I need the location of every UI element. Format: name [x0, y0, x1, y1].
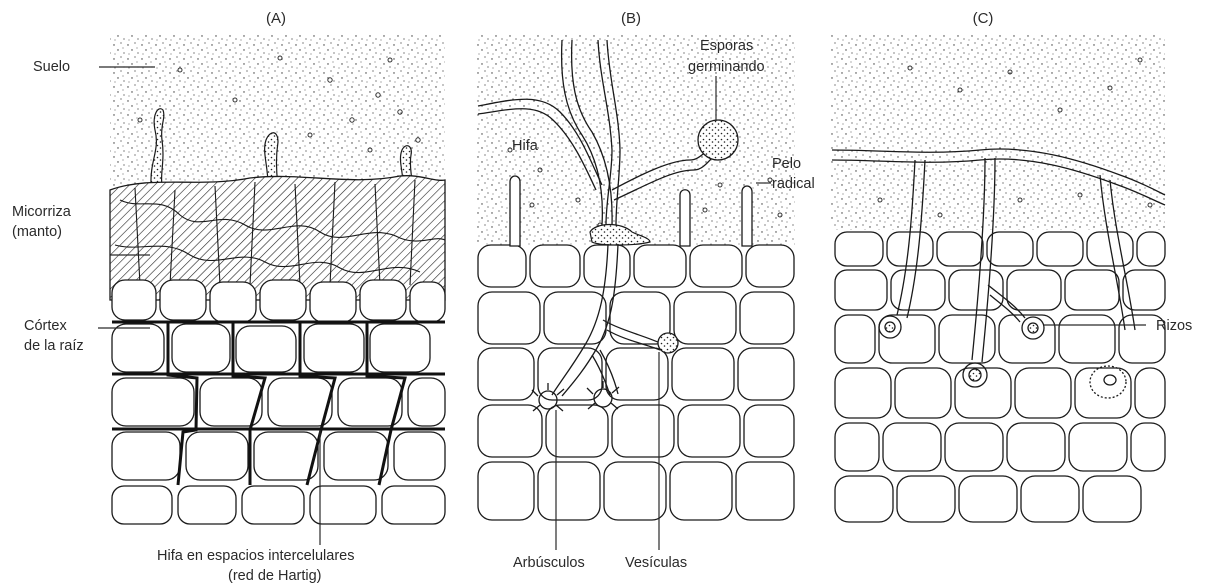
label-rizos: Rizos: [1156, 318, 1192, 334]
panel-a: [110, 35, 445, 524]
panel-b: Hifa Esporas germinando Pelo radical Arb…: [475, 35, 815, 571]
label-micorriza-2: (manto): [12, 224, 62, 240]
panel-a-cells: [112, 280, 445, 524]
label-pelo-2: radical: [772, 176, 815, 192]
label-esporas-1: Esporas: [700, 38, 753, 54]
panel-title-c: (C): [973, 10, 994, 27]
panel-b-cells: [478, 245, 794, 520]
label-arbusculos: Arbúsculos: [513, 555, 585, 571]
label-esporas-2: germinando: [688, 59, 765, 75]
label-cortex-2: de la raíz: [24, 338, 84, 354]
panel-c: Rizos: [830, 35, 1192, 522]
panel-title-a: (A): [266, 10, 286, 27]
panel-b-vesicle: [658, 333, 678, 353]
panel-title-b: (B): [621, 10, 641, 27]
label-hifa-espacios-2: (red de Hartig): [228, 568, 321, 584]
panel-c-soil: [830, 35, 1165, 230]
label-hifa: Hifa: [512, 138, 539, 154]
label-suelo: Suelo: [33, 59, 70, 75]
label-hifa-espacios-1: Hifa en espacios intercelulares: [157, 548, 354, 564]
label-vesiculas: Vesículas: [625, 555, 687, 571]
label-cortex-1: Córtex: [24, 318, 67, 334]
label-micorriza-1: Micorriza: [12, 204, 72, 220]
label-pelo-1: Pelo: [772, 156, 801, 172]
panel-b-spore: [698, 120, 738, 160]
